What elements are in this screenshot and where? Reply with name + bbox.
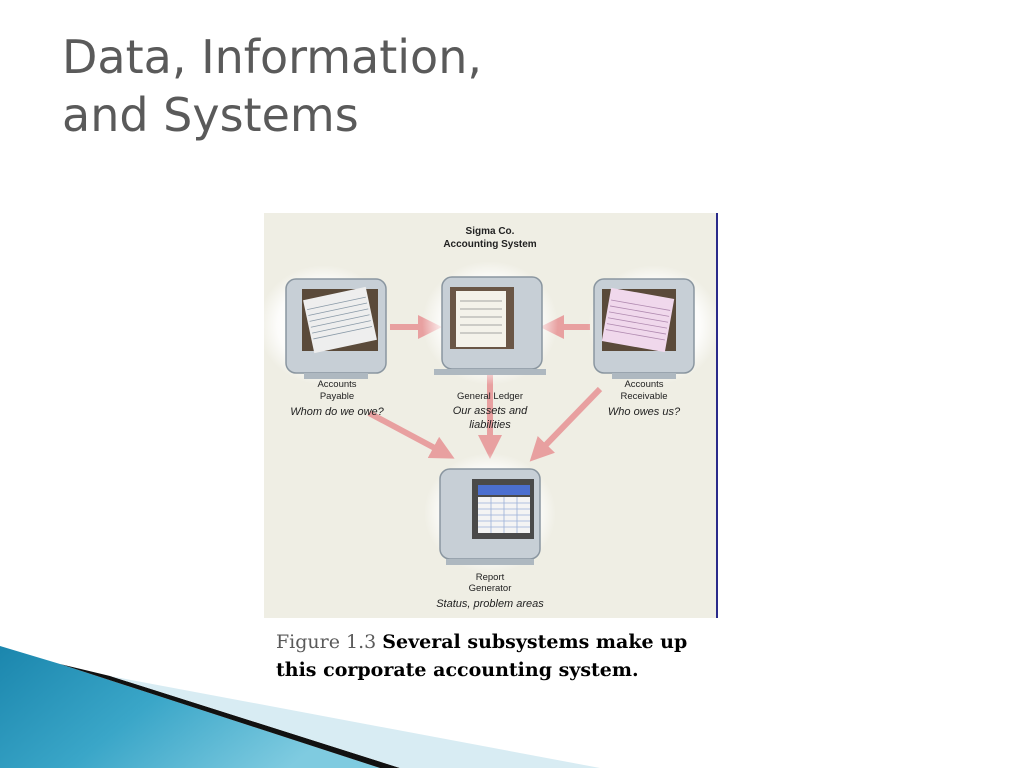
general-ledger-monitor-icon: [422, 261, 558, 385]
report-label-line-1: Report: [476, 572, 505, 583]
payable-question: Whom do we owe?: [290, 406, 384, 418]
ledger-question-line-1: Our assets and: [453, 405, 528, 417]
figure-number: Figure 1.3: [276, 631, 377, 653]
accounting-system-figure: Sigma Co. Accounting System: [264, 213, 718, 618]
receivable-label-line-2: Receivable: [621, 391, 668, 402]
ledger-question-line-2: liabilities: [469, 419, 511, 431]
receivable-label-line-1: Accounts: [624, 379, 663, 390]
report-question: Status, problem areas: [436, 598, 544, 610]
caption-text-line-2: this corporate accounting system.: [276, 659, 639, 681]
figure-heading-line-2: Accounting System: [443, 239, 536, 250]
report-generator-monitor-icon: [424, 453, 556, 573]
title-line-1: Data, Information,: [62, 30, 482, 84]
payable-label-line-2: Payable: [320, 391, 354, 402]
accounts-payable-monitor-icon: [264, 265, 390, 385]
figure-heading-line-1: Sigma Co.: [466, 226, 515, 237]
ledger-label: General Ledger: [457, 391, 523, 402]
accounts-receivable-monitor-icon: [588, 265, 716, 385]
arrow-payable-to-report: [367, 410, 455, 459]
slide-title: Data, Information, and Systems: [62, 28, 482, 144]
figure-caption: Figure 1.3 Several subsystems make up th…: [276, 628, 736, 684]
caption-text-line-1: Several subsystems make up: [382, 631, 688, 653]
receivable-question: Who owes us?: [608, 406, 681, 418]
report-label-line-2: Generator: [469, 583, 512, 594]
payable-label-line-1: Accounts: [317, 379, 356, 390]
arrow-receivable-to-report: [529, 386, 603, 462]
title-line-2: and Systems: [62, 88, 359, 142]
